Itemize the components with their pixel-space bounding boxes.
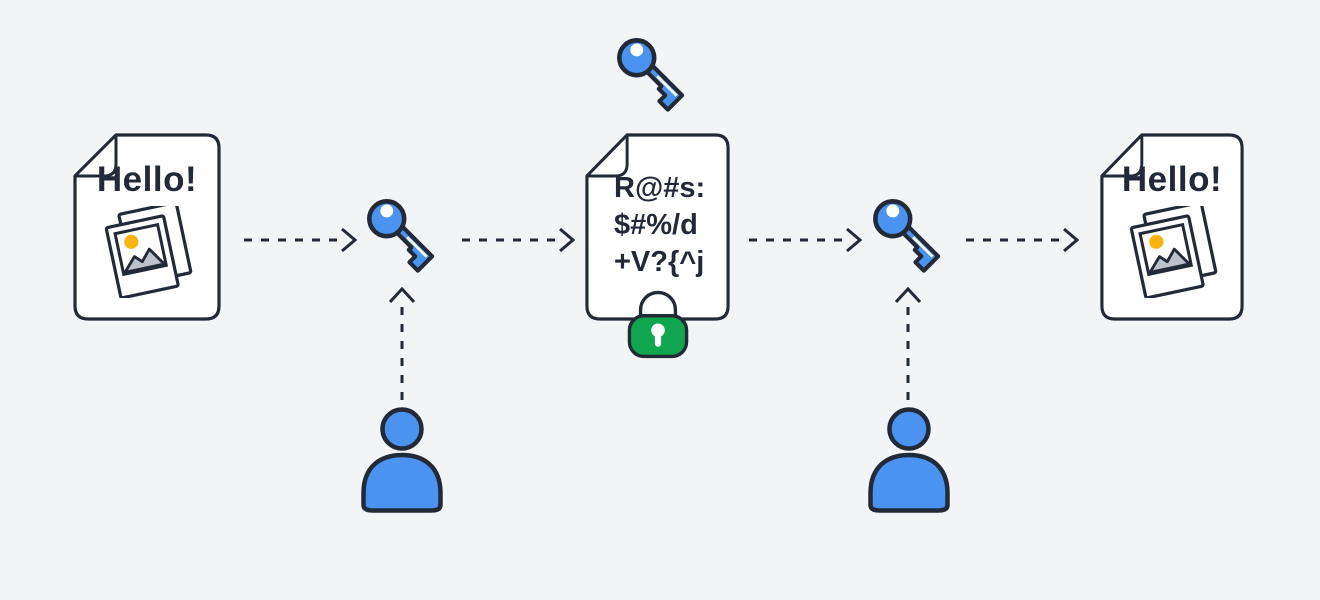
keyhole-stem [654, 332, 662, 347]
sun-dot [124, 234, 139, 249]
arrow-cipher-to-decrypt-key [749, 227, 863, 253]
photos-icon [104, 206, 193, 298]
key-icon [367, 199, 435, 273]
key-hole [886, 204, 900, 218]
keyhole [651, 323, 665, 338]
document-decrypted: Hello! [1099, 132, 1245, 322]
document-text: Hello! [96, 160, 198, 199]
arrow-decrypt-key-to-doc [966, 227, 1080, 253]
page-outline [585, 133, 730, 321]
key-icon [873, 199, 941, 273]
document-encrypted: R@#s: $#%/d +V?{^j [584, 132, 731, 322]
person-icon [868, 407, 950, 513]
folded-corner [585, 133, 629, 178]
document-original: Hello! [72, 132, 222, 322]
sun-dot [1149, 234, 1164, 249]
arrow-doc-to-encrypt-key [244, 227, 358, 253]
person-body [361, 452, 443, 513]
key-hole [380, 204, 394, 218]
person-body [868, 452, 950, 513]
arrow-sender-to-key [388, 286, 416, 400]
folded-corner [1100, 133, 1144, 178]
folded-corner [73, 133, 118, 178]
mountains [123, 247, 166, 274]
photos-icon [1129, 206, 1218, 298]
person-head [887, 407, 931, 451]
person-icon [361, 407, 443, 513]
arrow-receiver-to-key [894, 286, 922, 400]
lock-icon [627, 290, 689, 359]
document-text: Hello! [1121, 160, 1223, 199]
cipher-text: R@#s: $#%/d +V?{^j [614, 172, 706, 278]
key-hole [630, 43, 644, 57]
person-head [380, 407, 424, 451]
mountains [1148, 247, 1191, 274]
key-icon [617, 38, 685, 112]
arrow-encrypt-key-to-cipher [462, 227, 576, 253]
